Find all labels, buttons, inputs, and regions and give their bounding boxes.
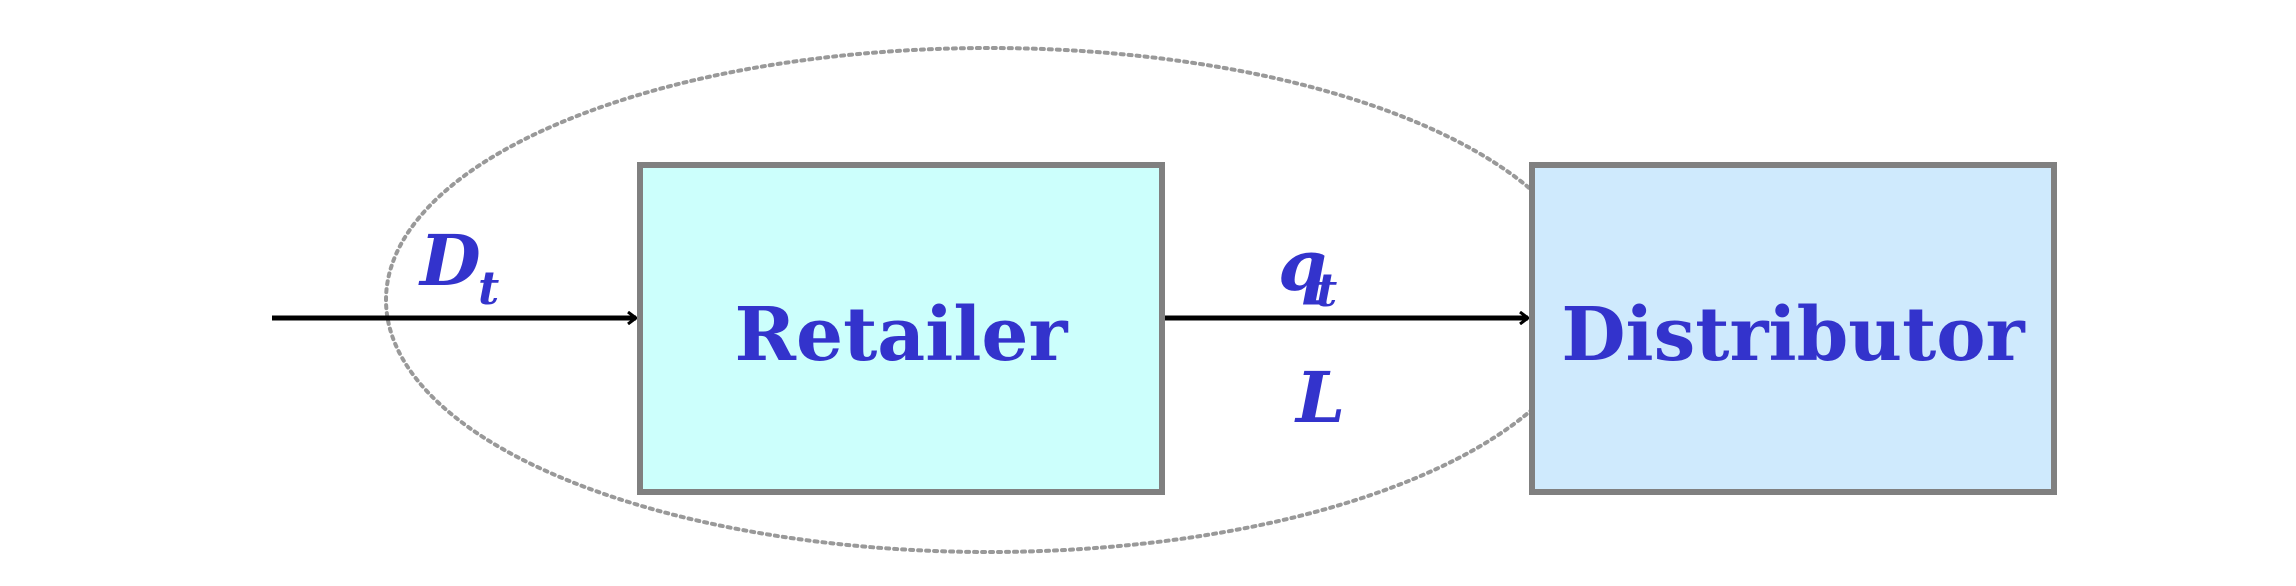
demand-subscript: t bbox=[478, 261, 499, 315]
order-label: q t bbox=[1278, 224, 1337, 317]
lead-time-label: L bbox=[1294, 356, 1345, 439]
distributor-node: Distributor bbox=[1529, 162, 2057, 495]
order-symbol: q bbox=[1278, 224, 1327, 307]
retailer-node: Retailer bbox=[637, 162, 1165, 495]
distributor-label: Distributor bbox=[1561, 292, 2025, 378]
distributor-box bbox=[1529, 162, 2057, 495]
retailer-box bbox=[637, 162, 1165, 495]
demand-label: D t bbox=[418, 219, 499, 315]
order-subscript: t bbox=[1316, 263, 1337, 317]
retailer-label: Retailer bbox=[735, 292, 1069, 378]
demand-symbol: D bbox=[418, 219, 481, 302]
